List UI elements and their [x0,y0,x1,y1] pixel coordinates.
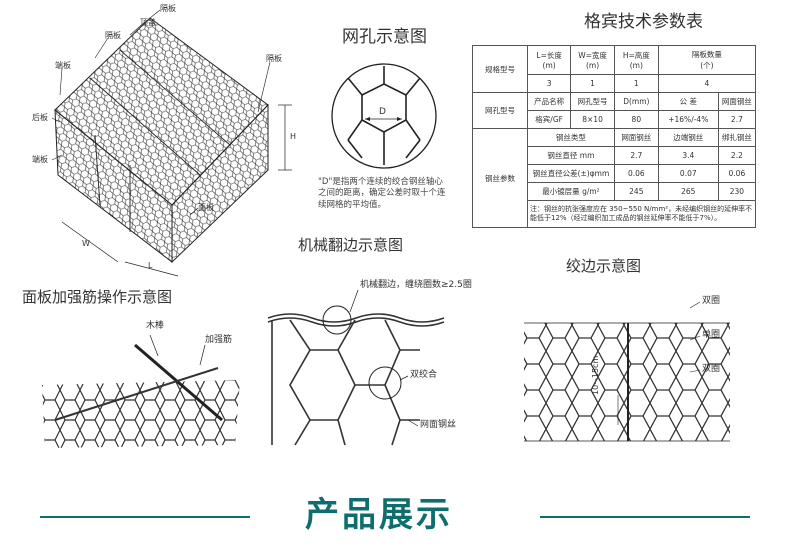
spec-cell: 钢丝类型 [527,128,615,147]
spec-cell: L=长度 (m) [526,45,572,75]
reinforce-label-stick: 木棒 [146,321,165,331]
spec-cell: W=宽度 (m) [570,45,615,75]
box-label-front-panel: 面板 [198,203,214,212]
footer-title: 产品展示 [305,495,453,535]
reinforce-label-bar: 加强筋 [205,335,233,345]
mesh-diagram-title: 网孔示意图 [342,27,427,47]
box-label-end-panel-1: 端板 [55,61,71,70]
spec-row-wire: 最小镀层量 g/m² 245 265 230 [473,182,757,201]
mesh-note: "D"是指两个连续的绞合钢丝轴心之间的距离，确定公差时取十个连续网格的平均值。 [318,177,446,210]
machine-edge-label-wrap: 机械翻边，缠绕圈数≥2.5圈 [360,280,472,290]
spec-cell: 隔板数量 (个) [657,45,757,75]
spec-table-title: 格宾技术参数表 [584,12,703,32]
twist-edge-label-double-2: 双圈 [702,364,721,374]
machine-edge-label-wire: 网面钢丝 [420,420,457,430]
twist-edge-title: 绞边示意图 [566,257,642,275]
box-label-partition-2: 隔板 [105,31,121,40]
machine-edge-label-double-twist: 双绞合 [410,370,438,380]
spec-table-wrap: 规格型号 L=长度 (m) W=宽度 (m) H=高度 (m) 隔板数量 (个)… [472,45,757,228]
box-label-partition-3: 隔板 [266,54,282,63]
twist-edge-label-spacing: 10~15cm [591,355,600,395]
footer-rule-right [540,516,750,518]
spec-cell: 最小镀层量 g/m² [527,182,615,201]
box-dim-w: W [82,239,90,248]
box-label-back-panel: 后板 [32,113,48,122]
footer-rule-left [40,516,250,518]
mesh-d-label: D [379,107,386,117]
spec-row-mesh: 格宾/GF 8×10 80 +16%/-4% 2.7 [473,110,757,129]
box-label-end-panel-2: 端板 [32,155,48,164]
spec-row-wire-header: 钢丝参数 钢丝类型 网面钢丝 边端钢丝 绑扎钢丝 [472,128,757,228]
box-dim-h: H [290,132,297,141]
box-label-lid: 顶盖 [140,18,156,27]
spec-table: 规格型号 L=长度 (m) W=宽度 (m) H=高度 (m) 隔板数量 (个)… [472,45,757,228]
spec-row-wire: 钢丝直径 mm 2.7 3.4 2.2 [473,146,757,165]
spec-row-wire: 钢丝直径公差(±)φmm 0.06 0.07 0.06 [473,164,757,183]
twist-edge-label-double-1: 双圈 [702,296,721,306]
machine-edge-title: 机械翻边示意图 [298,236,404,254]
reinforce-title: 面板加强筋操作示意图 [22,288,173,306]
twist-edge-label-single: 单圈 [702,330,721,340]
box-dim-l: L [148,261,153,270]
spec-cell: 规格型号 [472,45,528,93]
spec-footnote: 注：钢丝的抗张强度应在 350~550 N/mm²，未经编织钢丝的延伸率不能低于… [527,200,756,228]
box-label-partition-1: 隔板 [160,4,176,13]
spec-cell: 钢丝参数 [472,128,528,228]
spec-row-footnote: 注：钢丝的抗张强度应在 350~550 N/mm²，未经编织钢丝的延伸率不能低于… [473,200,756,228]
